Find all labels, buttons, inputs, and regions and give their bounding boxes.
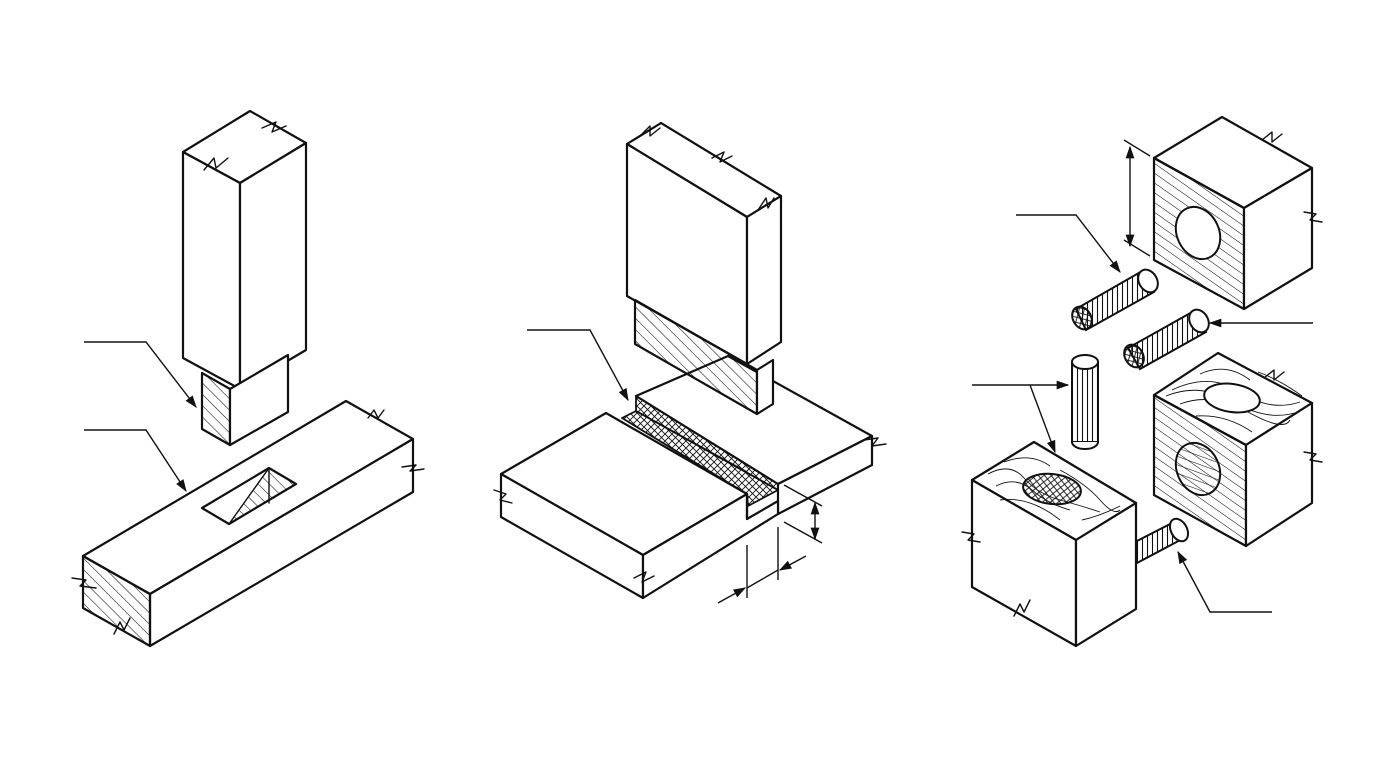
callout-dowel-hole-leader — [1029, 384, 1056, 454]
grooved-board — [493, 395, 780, 600]
dowel-block-bottom — [961, 440, 1190, 648]
dowel-hole-bottom — [1022, 472, 1082, 506]
mortise-and-tenon-figure — [71, 109, 425, 648]
dowel-block-middle — [1152, 351, 1323, 548]
dimension-groove-width — [717, 527, 807, 604]
dowel-vertical — [1071, 354, 1099, 450]
dowel-joint-figure — [961, 115, 1323, 648]
dowel-block-top — [1152, 115, 1323, 311]
dimension-block-height — [1123, 139, 1151, 257]
dowel-hole-top — [1174, 205, 1222, 261]
groove-face — [621, 410, 779, 507]
callout-groove-leader — [527, 329, 629, 402]
tenon-post — [181, 109, 308, 447]
mortise-beam — [71, 399, 425, 648]
tongued-board — [625, 121, 783, 416]
callout-dowel-upper-leader — [1016, 214, 1121, 273]
dimension-groove-depth — [783, 484, 823, 544]
tongue-and-groove-figure — [493, 121, 887, 604]
tenon — [200, 371, 232, 447]
dowel-protruding — [1136, 517, 1190, 565]
dowel-hole-middle-top — [1203, 382, 1261, 414]
callout-dowel-protruding-leader — [1177, 550, 1272, 613]
callout-tenon-leader — [84, 341, 197, 408]
dowel-upper — [1071, 268, 1159, 332]
dowel-right — [1123, 308, 1210, 371]
dowel-hole-middle-side — [1174, 441, 1222, 497]
callout-mortise-leader — [84, 429, 187, 493]
